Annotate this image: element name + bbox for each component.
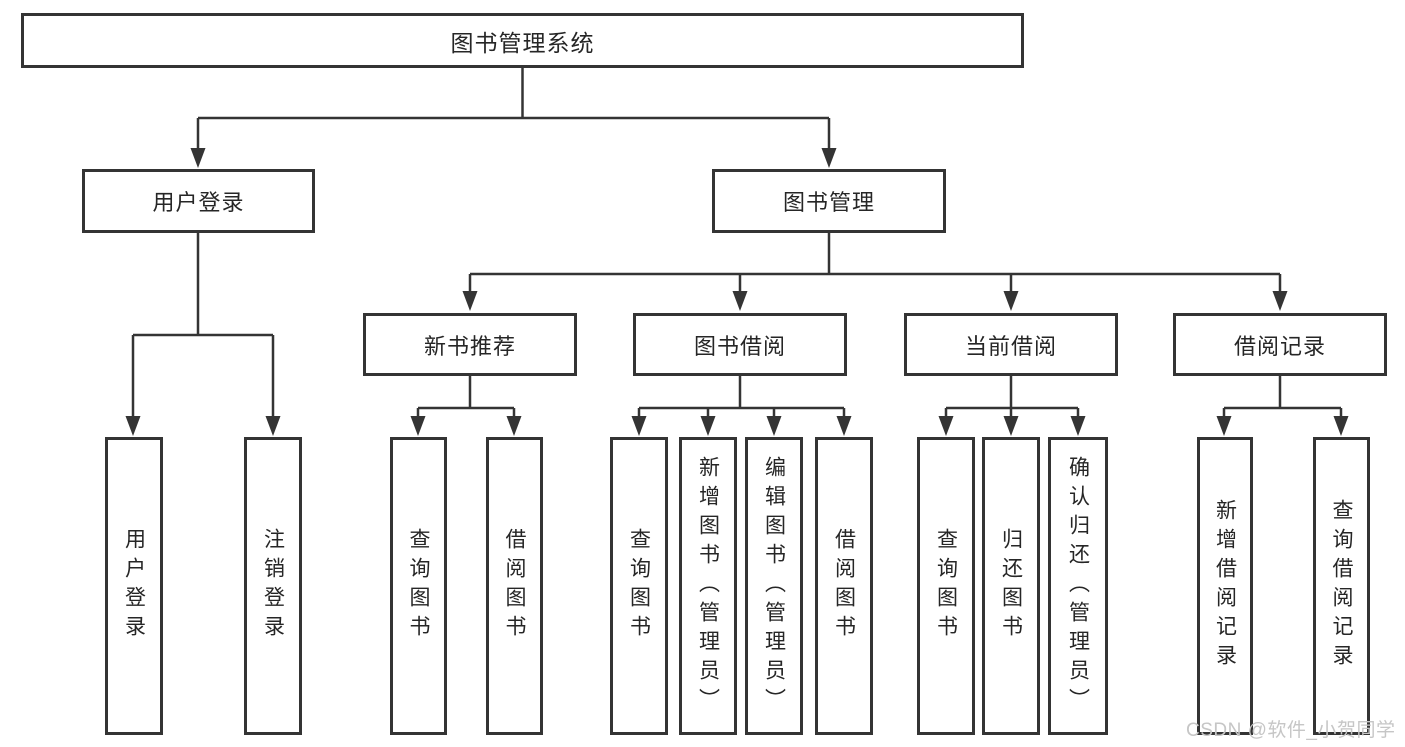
node-root-library-management-system: 图书管理系统 xyxy=(21,13,1024,68)
node-label: 当前借阅 xyxy=(964,333,1057,359)
node-label: 归还图书 xyxy=(999,528,1023,644)
node-label: 新增图书（管理员） xyxy=(696,455,720,717)
node-label: 借阅图书 xyxy=(832,528,856,644)
node-label: 新增借阅记录 xyxy=(1213,499,1237,673)
leaf-bb-query-book: 查询图书 xyxy=(610,437,668,735)
node-label: 用户登录 xyxy=(122,528,146,644)
leaf-nbr-borrow-book: 借阅图书 xyxy=(486,437,543,735)
leaf-br-add-borrow-record: 新增借阅记录 xyxy=(1197,437,1253,735)
leaf-bb-borrow-book: 借阅图书 xyxy=(815,437,873,735)
node-label: 图书借阅 xyxy=(693,333,786,359)
node-label: 编辑图书（管理员） xyxy=(762,455,786,717)
node-label: 确认归还（管理员） xyxy=(1066,455,1090,717)
node-book-management: 图书管理 xyxy=(712,169,946,233)
leaf-bb-add-book-admin: 新增图书（管理员） xyxy=(679,437,737,735)
node-label: 图书管理 xyxy=(782,190,875,215)
leaf-logout-login: 注销登录 xyxy=(244,437,302,735)
leaf-user-login: 用户登录 xyxy=(105,437,163,735)
leaf-bb-edit-book-admin: 编辑图书（管理员） xyxy=(745,437,803,735)
leaf-nbr-query-book: 查询图书 xyxy=(390,437,447,735)
node-label: 查询借阅记录 xyxy=(1330,499,1353,673)
node-label: 图书管理系统 xyxy=(450,29,595,56)
node-label: 查询图书 xyxy=(407,528,430,644)
leaf-cb-confirm-return-admin: 确认归还（管理员） xyxy=(1048,437,1108,735)
leaf-br-query-borrow-record: 查询借阅记录 xyxy=(1313,437,1370,735)
leaf-cb-query-book: 查询图书 xyxy=(917,437,975,735)
node-label: 注销登录 xyxy=(261,528,285,644)
node-book-borrow: 图书借阅 xyxy=(633,313,847,376)
node-borrow-record: 借阅记录 xyxy=(1173,313,1387,376)
node-label: 查询图书 xyxy=(934,528,958,644)
node-label: 新书推荐 xyxy=(423,333,516,359)
node-label: 借阅图书 xyxy=(503,528,526,644)
node-label: 用户登录 xyxy=(152,190,245,215)
node-label: 查询图书 xyxy=(627,528,651,644)
node-user-login: 用户登录 xyxy=(82,169,315,233)
csdn-watermark: CSDN @软件_小贺同学 xyxy=(1186,720,1396,741)
leaf-cb-return-book: 归还图书 xyxy=(982,437,1040,735)
node-new-book-recommend: 新书推荐 xyxy=(363,313,577,376)
node-label: 借阅记录 xyxy=(1233,333,1326,359)
node-current-borrow: 当前借阅 xyxy=(904,313,1118,376)
